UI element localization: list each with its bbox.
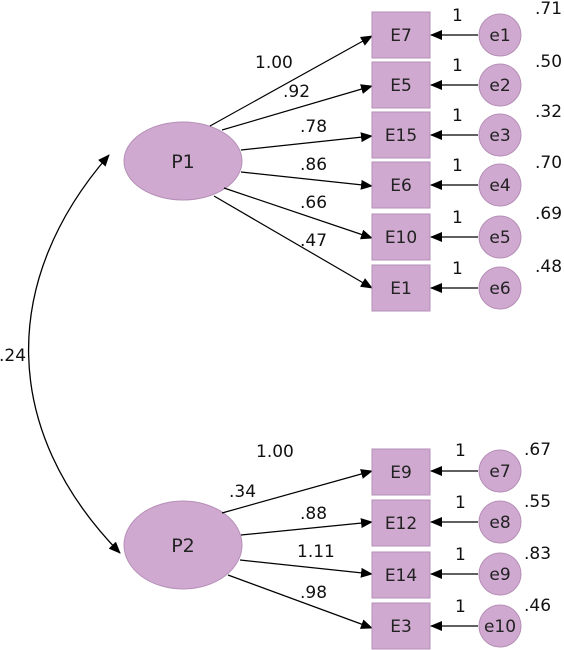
error-term bbox=[478, 215, 522, 259]
indicator-box bbox=[371, 551, 431, 599]
r-squared-label: .48 bbox=[535, 257, 562, 277]
r-squared-label: .67 bbox=[524, 440, 551, 460]
loading-arrow bbox=[239, 559, 373, 578]
indicator-box bbox=[371, 264, 431, 312]
error-term-label: e8 bbox=[489, 513, 510, 533]
loading-arrow bbox=[221, 469, 373, 514]
error-term-label: e5 bbox=[489, 228, 510, 248]
loading-label: .98 bbox=[300, 583, 327, 603]
indicator-box bbox=[371, 602, 431, 650]
r-squared-label: .50 bbox=[535, 52, 562, 72]
indicator-label: E15 bbox=[385, 126, 417, 146]
loading-label: .92 bbox=[283, 82, 310, 102]
indicator-label: E3 bbox=[390, 617, 412, 637]
indicator-label: E7 bbox=[390, 26, 412, 46]
loading-label: .88 bbox=[300, 504, 327, 524]
error-term bbox=[478, 552, 522, 596]
loading-arrow bbox=[240, 132, 373, 151]
indicator-box bbox=[371, 11, 431, 59]
fixed-path-label: 1 bbox=[455, 493, 466, 513]
fixed-path-label: 1 bbox=[455, 597, 466, 617]
loading-label: 1.11 bbox=[297, 542, 335, 562]
r-squared-label: .55 bbox=[524, 492, 551, 512]
fixed-path-label: 1 bbox=[452, 208, 463, 228]
loading-label: .78 bbox=[300, 117, 327, 137]
error-term-label: e4 bbox=[489, 176, 510, 196]
fixed-path-label: 1 bbox=[455, 545, 466, 565]
fixed-path-label: 1 bbox=[452, 156, 463, 176]
loading-label: .34 bbox=[229, 482, 256, 502]
loading-arrow bbox=[221, 84, 373, 131]
loading-arrow bbox=[213, 195, 373, 289]
fixed-path-label: 1 bbox=[452, 56, 463, 76]
factor-p2-label: P2 bbox=[171, 535, 195, 557]
error-term bbox=[478, 449, 522, 493]
error-term-label: e10 bbox=[484, 617, 516, 637]
error-term-label: e7 bbox=[489, 462, 510, 482]
indicator-label: E12 bbox=[385, 514, 417, 534]
factor-correlation-label: .24 bbox=[0, 346, 26, 366]
indicator-label: E6 bbox=[390, 176, 412, 196]
error-term bbox=[478, 604, 522, 648]
loading-label: .66 bbox=[300, 193, 327, 213]
factor-covariance-arrow bbox=[27, 154, 121, 554]
indicator-label: E10 bbox=[385, 228, 417, 248]
factor-p1 bbox=[123, 121, 243, 201]
r-squared-label: .69 bbox=[535, 204, 562, 224]
r-squared-label: .71 bbox=[535, 0, 562, 19]
r-squared-label: .46 bbox=[524, 596, 551, 616]
fixed-path-label: 1 bbox=[455, 441, 466, 461]
loading-arrow bbox=[227, 574, 373, 629]
r-squared-label: .32 bbox=[535, 102, 562, 122]
r-squared-label: .70 bbox=[535, 153, 562, 173]
loading-arrow bbox=[240, 518, 373, 536]
loading-arrow bbox=[223, 187, 373, 240]
error-term-label: e9 bbox=[489, 565, 510, 585]
indicator-box bbox=[371, 61, 431, 109]
indicator-box bbox=[371, 448, 431, 496]
error-term-label: e2 bbox=[489, 76, 510, 96]
factor-p2 bbox=[123, 500, 243, 590]
loading-label: 1.00 bbox=[256, 442, 294, 462]
factor-p1-label: P1 bbox=[171, 151, 195, 173]
indicator-label: E14 bbox=[385, 566, 417, 586]
fixed-path-label: 1 bbox=[452, 106, 463, 126]
error-term-label: e1 bbox=[489, 26, 510, 46]
r-squared-label: .83 bbox=[524, 544, 551, 564]
error-term bbox=[478, 13, 522, 57]
loading-arrow bbox=[209, 35, 373, 127]
indicator-label: E1 bbox=[390, 279, 412, 299]
error-term-label: e3 bbox=[489, 126, 510, 146]
error-term-label: e6 bbox=[489, 279, 510, 299]
loading-label: 1.00 bbox=[255, 53, 293, 73]
loading-label: .86 bbox=[300, 155, 327, 175]
loading-arrow bbox=[240, 171, 373, 190]
error-term bbox=[478, 163, 522, 207]
loading-label: .47 bbox=[300, 231, 327, 251]
error-term bbox=[478, 113, 522, 157]
indicator-label: E5 bbox=[390, 76, 412, 96]
error-term bbox=[478, 500, 522, 544]
error-term bbox=[478, 266, 522, 310]
error-term bbox=[478, 63, 522, 107]
indicator-label: E9 bbox=[390, 463, 412, 483]
fixed-path-label: 1 bbox=[452, 6, 463, 26]
fixed-path-label: 1 bbox=[452, 259, 463, 279]
